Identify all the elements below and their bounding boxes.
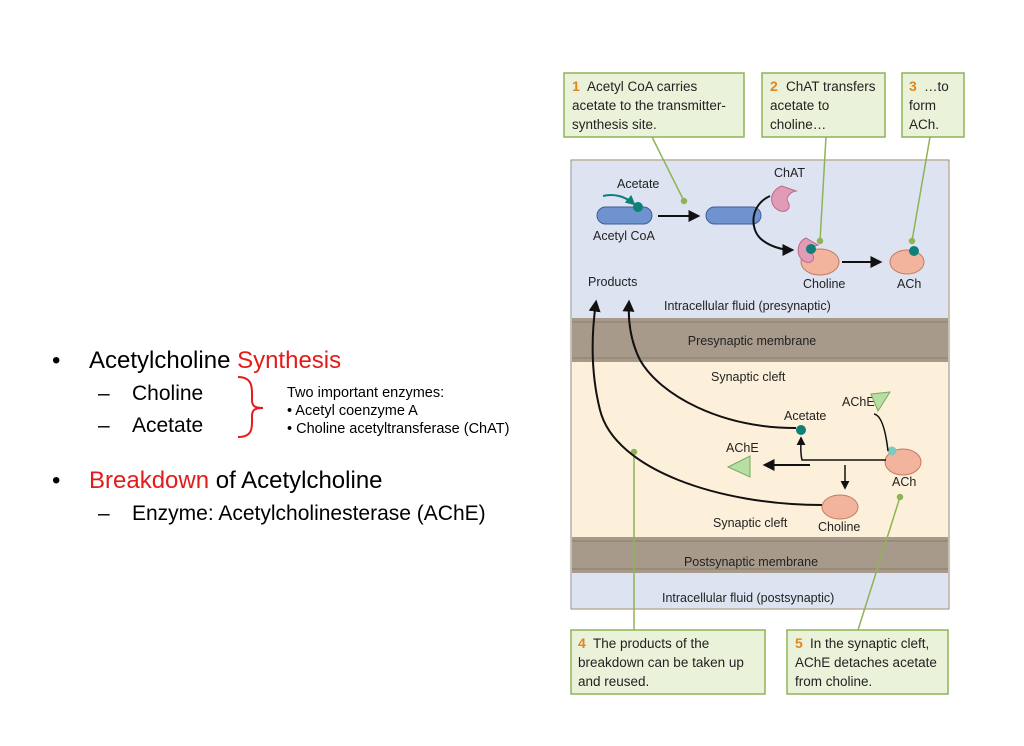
callout-3-line-1: …to bbox=[924, 79, 949, 94]
dash-enzyme: – bbox=[98, 502, 110, 525]
callout-4-line-3: and reused. bbox=[578, 674, 649, 689]
callout-1-line-2: acetate to the transmitter- bbox=[572, 98, 726, 113]
ache-left-shape bbox=[726, 455, 751, 478]
ach-cleft-shape bbox=[884, 448, 922, 476]
dash-choline: – bbox=[98, 382, 110, 405]
enzyme-item-chat: • Choline acetyltransferase (ChAT) bbox=[287, 421, 510, 437]
leader-2 bbox=[819, 136, 827, 242]
callout-5-line-1: In the synaptic cleft, bbox=[810, 636, 929, 651]
ache-top-label: AChE bbox=[842, 395, 875, 409]
synaptic-cleft-top-label: Synaptic cleft bbox=[711, 370, 786, 384]
acetate-cleft-label: Acetate bbox=[784, 409, 826, 423]
acetyl-coa-shape bbox=[596, 206, 653, 225]
callout-1-line-1: Acetyl CoA carries bbox=[587, 79, 698, 94]
callout-5: 5 In the synaptic cleft, AChE detaches a… bbox=[786, 629, 949, 695]
brace-shape bbox=[237, 376, 264, 438]
enzymes-note: Two important enzymes: • Acetyl coenzyme… bbox=[287, 384, 509, 438]
arrow-to-acetate bbox=[796, 436, 886, 461]
callout-2-line-3: choline… bbox=[770, 117, 826, 132]
presynaptic-membrane-label: Presynaptic membrane bbox=[688, 334, 817, 348]
breakdown-suffix: of Acetylcholine bbox=[209, 467, 383, 494]
callout-5-line-2: AChE detaches acetate bbox=[795, 655, 937, 670]
callout-1-line-3: synthesis site. bbox=[572, 117, 657, 132]
leader-1 bbox=[651, 136, 685, 202]
synthesis-prefix: Acetylcholine bbox=[89, 347, 238, 374]
breakdown-heading: Breakdown of Acetylcholine bbox=[89, 467, 383, 495]
synaptic-cleft-bottom-label: Synaptic cleft bbox=[713, 516, 788, 530]
callout-1: 1 Acetyl CoA carries acetate to the tran… bbox=[563, 72, 745, 138]
arrow-to-choline bbox=[752, 195, 795, 256]
ache-left-label: AChE bbox=[726, 441, 759, 455]
bullet-breakdown: • bbox=[52, 467, 61, 494]
bullet-synthesis: • bbox=[52, 347, 61, 374]
arrow-acetate-reuptake bbox=[622, 299, 797, 429]
callout-3-line-3: ACh. bbox=[909, 117, 939, 132]
enzyme-item-acetyl-coa: • Acetyl coenzyme A bbox=[287, 403, 418, 419]
acetate-dot-top bbox=[633, 202, 643, 212]
ache-bound-dot bbox=[887, 446, 897, 456]
synthesis-item-acetate: Acetate bbox=[132, 414, 204, 437]
acetate-top-label: Acetate bbox=[617, 177, 659, 191]
choline-top-label: Choline bbox=[803, 277, 845, 291]
postsynaptic-membrane-label: Postsynaptic membrane bbox=[684, 555, 818, 569]
ach-top-label: ACh bbox=[897, 277, 921, 291]
callout-4-line-1: The products of the bbox=[593, 636, 709, 651]
leader-5 bbox=[857, 496, 901, 631]
acetate-dot-ach-top bbox=[909, 246, 919, 256]
leader-3 bbox=[911, 136, 931, 242]
intracellular-pre-label: Intracellular fluid (presynaptic) bbox=[664, 299, 831, 313]
intracellular-post-label: Intracellular fluid (postsynaptic) bbox=[662, 591, 834, 605]
arrow-choline-reuptake bbox=[588, 299, 823, 506]
dash-acetate: – bbox=[98, 414, 110, 437]
products-label: Products bbox=[588, 275, 637, 289]
ach-cleft-label: ACh bbox=[892, 475, 916, 489]
ache-top-shape bbox=[870, 391, 891, 413]
callout-1-num: 1 bbox=[572, 78, 580, 94]
synthesis-item-choline: Choline bbox=[132, 382, 204, 405]
enzymes-title: Two important enzymes: bbox=[287, 385, 445, 401]
acetate-dot-cleft bbox=[796, 425, 806, 435]
callout-3: 3 …to form ACh. bbox=[901, 72, 965, 138]
synthesis-heading: Acetylcholine Synthesis bbox=[89, 347, 341, 375]
callout-5-num: 5 bbox=[795, 635, 803, 651]
acetyl-coa-label: Acetyl CoA bbox=[593, 229, 655, 243]
callout-2-num: 2 bbox=[770, 78, 778, 94]
callout-4-line-2: breakdown can be taken up bbox=[578, 655, 744, 670]
choline-cleft-label: Choline bbox=[818, 520, 860, 534]
acetyl-coa-shape-2 bbox=[705, 206, 762, 225]
presynaptic-region bbox=[572, 161, 948, 318]
breakdown-item-enzyme: Enzyme: Acetylcholinesterase (AChE) bbox=[132, 502, 486, 525]
presynaptic-membrane-band bbox=[572, 318, 948, 362]
choline-cleft-shape bbox=[821, 494, 859, 520]
callout-3-num: 3 bbox=[909, 78, 917, 94]
synthesis-highlight: Synthesis bbox=[237, 347, 342, 374]
callout-2: 2 ChAT transfers acetate to choline… bbox=[761, 72, 886, 138]
breakdown-highlight: Breakdown bbox=[89, 467, 210, 494]
chat-label: ChAT bbox=[774, 166, 805, 180]
ach-top-shape bbox=[889, 249, 925, 275]
callout-4-num: 4 bbox=[578, 635, 586, 651]
callout-2-line-1: ChAT transfers bbox=[786, 79, 876, 94]
acetate-dot-bound bbox=[806, 244, 816, 254]
callout-5-line-3: from choline. bbox=[795, 674, 872, 689]
callout-2-line-2: acetate to bbox=[770, 98, 829, 113]
arrow-ache-binding bbox=[873, 413, 889, 452]
callout-4: 4 The products of the breakdown can be t… bbox=[570, 629, 766, 695]
chat-shape bbox=[771, 185, 798, 212]
callout-3-line-2: form bbox=[909, 98, 936, 113]
